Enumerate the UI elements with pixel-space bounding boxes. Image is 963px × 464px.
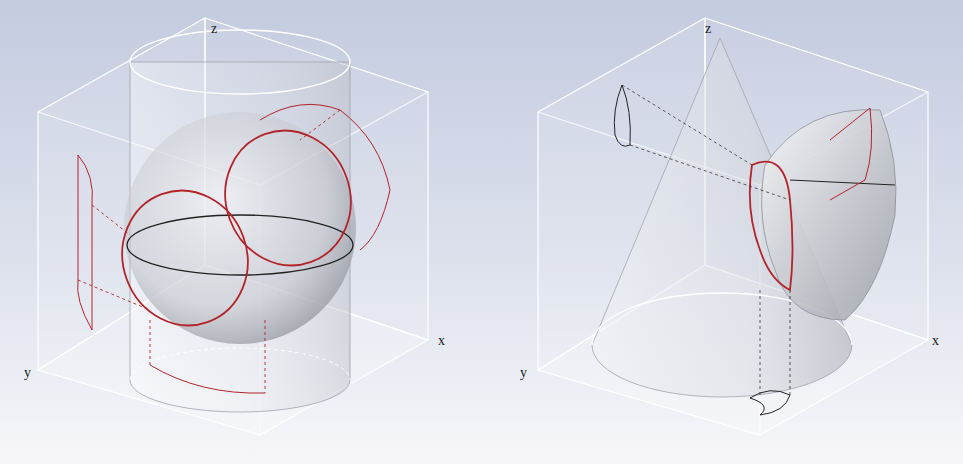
axis-label: x: [438, 334, 445, 348]
axis-label: x: [932, 334, 939, 348]
intersection-curve: [750, 162, 793, 290]
left-box: [38, 18, 428, 435]
axis-label: y: [520, 366, 527, 380]
intersection-curves: [103, 113, 369, 343]
projections-right: [614, 85, 871, 415]
axis-label: z: [705, 22, 711, 36]
right-box: [538, 18, 928, 435]
projections: [78, 104, 390, 393]
paraboloid: [762, 110, 896, 320]
axis-label: z: [211, 22, 217, 36]
axis-label: y: [24, 366, 31, 380]
